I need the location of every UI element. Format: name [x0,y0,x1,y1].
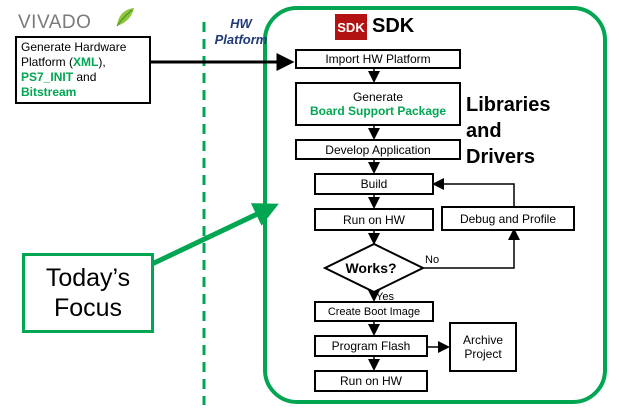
focus-line1: Today’s [45,264,131,292]
focus-arrow [150,203,279,267]
debug-and-profile-step: Debug and Profile [441,206,575,231]
yes-branch-label: Yes [376,291,394,303]
generate-hardware-text: Generate Hardware Platform (XML), PS7_IN… [21,40,127,99]
arrow-no-to-debug [423,228,520,269]
libraries-and-drivers-label: Libraries and Drivers [466,94,551,168]
todays-focus-box: Today’s Focus [22,253,154,333]
run-on-hw-final-step: Run on HW [314,370,428,392]
program-flash-step: Program Flash [314,335,428,357]
board-support-package-label: Board Support Package [309,104,447,118]
works-diamond [322,242,426,294]
build-step: Build [314,173,434,195]
bitstream-label: Bitstream [21,85,77,99]
arrow-debug-to-build [432,178,515,206]
sdk-logo-icon: SDK [335,14,367,40]
vivado-logo: VIVADO [18,6,143,36]
generate-hardware-platform-box: Generate Hardware Platform (XML), PS7_IN… [15,36,151,104]
generate-bsp-step: Generate Board Support Package [295,82,461,126]
focus-line2: Focus [53,294,123,322]
archive-project-step: Archive Project [449,322,517,372]
import-hw-platform-step: Import HW Platform [295,49,461,69]
no-branch-label: No [425,254,440,266]
works-decision-label: Works? [345,260,397,276]
sdk-title: SDK [372,15,415,37]
run-on-hw-step: Run on HW [314,208,434,231]
xml-label: XML [73,55,99,69]
vivado-leaf-icon [116,8,134,27]
hw-platform-label: HW Platform [214,16,268,47]
develop-application-step: Develop Application [295,139,461,160]
vivado-logo-text: VIVADO [18,12,92,33]
create-boot-image-step: Create Boot Image [314,301,434,322]
ps7-init-label: PS7_INIT [21,70,74,84]
